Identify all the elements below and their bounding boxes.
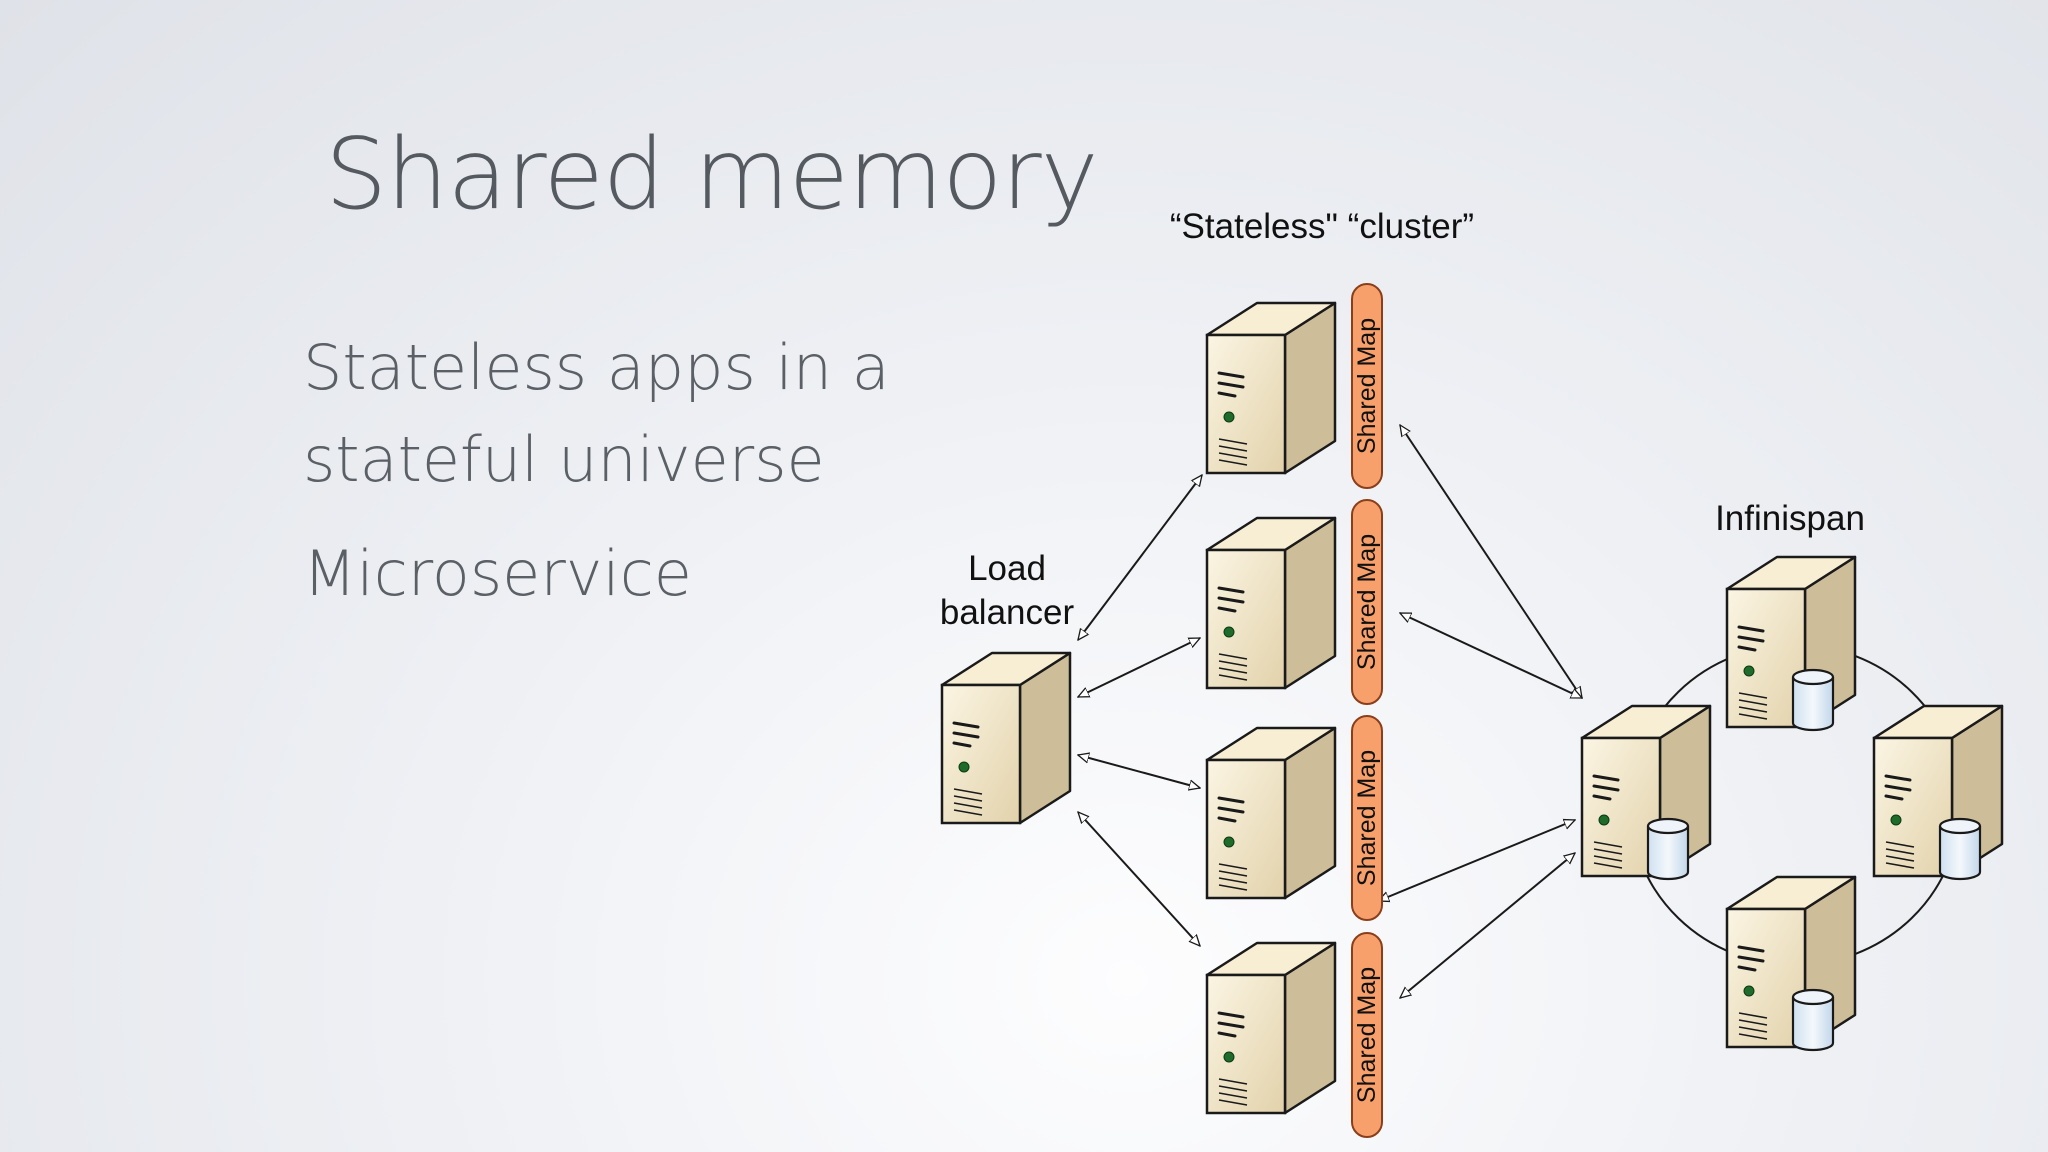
shared-map-label: Shared Map (1353, 967, 1381, 1103)
bullet-stateless-line-2: stateful universe (303, 423, 825, 496)
power-led-icon (1743, 985, 1755, 997)
vent-icon (953, 788, 983, 816)
shared-map-4: Shared Map (1351, 932, 1383, 1138)
drive-slot-icon (1884, 774, 1912, 801)
infinispan-node-bottom (1725, 875, 1857, 1052)
database-icon (1938, 817, 1982, 881)
load-balancer-server (940, 651, 1072, 825)
arrow-map4-infinispan (1400, 853, 1575, 998)
power-led-icon (1743, 665, 1755, 677)
drive-slot-icon (1217, 371, 1245, 398)
vent-icon (1593, 841, 1623, 869)
power-led-icon (1223, 411, 1235, 423)
drive-slot-icon (952, 721, 980, 748)
slide-title: Shared memory (325, 118, 1099, 232)
infinispan-node-left (1580, 704, 1712, 881)
drive-slot-icon (1737, 945, 1765, 972)
arrow-lb-app4 (1078, 812, 1200, 946)
app-server-3 (1205, 726, 1337, 900)
shared-map-3: Shared Map (1351, 715, 1383, 921)
shared-map-1: Shared Map (1351, 283, 1383, 489)
vent-icon (1218, 438, 1248, 466)
shared-map-label: Shared Map (1353, 750, 1381, 886)
bullet-microservice: Microservice (303, 537, 692, 610)
vent-icon (1218, 653, 1248, 681)
arrow-lb-app1 (1078, 475, 1202, 640)
bullet-stateless-line-1: Stateless apps in a (303, 331, 890, 404)
servers (940, 301, 2004, 1115)
load-balancer-label-line-1: Load (968, 549, 1046, 588)
arrow-lb-app2 (1078, 637, 1200, 698)
arrow-map1-infinispan (1400, 425, 1582, 698)
shared-map-label: Shared Map (1353, 318, 1381, 454)
shared-map-2: Shared Map (1351, 499, 1383, 705)
shared-map-label: Shared Map (1353, 534, 1381, 670)
arrow-map3-infinispan (1378, 820, 1575, 901)
drive-slot-icon (1217, 1011, 1245, 1038)
power-led-icon (958, 761, 970, 773)
app-server-2 (1205, 516, 1337, 690)
infinispan-node-top (1725, 555, 1857, 732)
power-led-icon (1598, 814, 1610, 826)
vent-icon (1738, 1012, 1768, 1040)
bullet-list: Stateless apps in a stateful universe Mi… (303, 322, 890, 620)
vent-icon (1218, 1078, 1248, 1106)
infinispan-label: Infinispan (1715, 499, 1865, 538)
drive-slot-icon (1217, 796, 1245, 823)
arrow-map2-infinispan (1400, 612, 1582, 699)
app-server-4 (1205, 941, 1337, 1115)
infinispan-node-right (1872, 704, 2004, 881)
power-led-icon (1223, 836, 1235, 848)
vent-icon (1218, 863, 1248, 891)
vent-icon (1885, 841, 1915, 869)
load-balancer-label-line-2: balancer (940, 593, 1075, 632)
app-server-1 (1205, 301, 1337, 475)
database-icon (1646, 817, 1690, 881)
drive-slot-icon (1217, 586, 1245, 613)
power-led-icon (1223, 626, 1235, 638)
power-led-icon (1890, 814, 1902, 826)
vent-icon (1738, 692, 1768, 720)
arrow-lb-app3 (1078, 755, 1200, 788)
connections (1078, 425, 1582, 998)
database-icon (1791, 988, 1835, 1052)
drive-slot-icon (1592, 774, 1620, 801)
drive-slot-icon (1737, 625, 1765, 652)
database-icon (1791, 668, 1835, 732)
cluster-label: “Stateless" “cluster” (1170, 207, 1474, 246)
power-led-icon (1223, 1051, 1235, 1063)
